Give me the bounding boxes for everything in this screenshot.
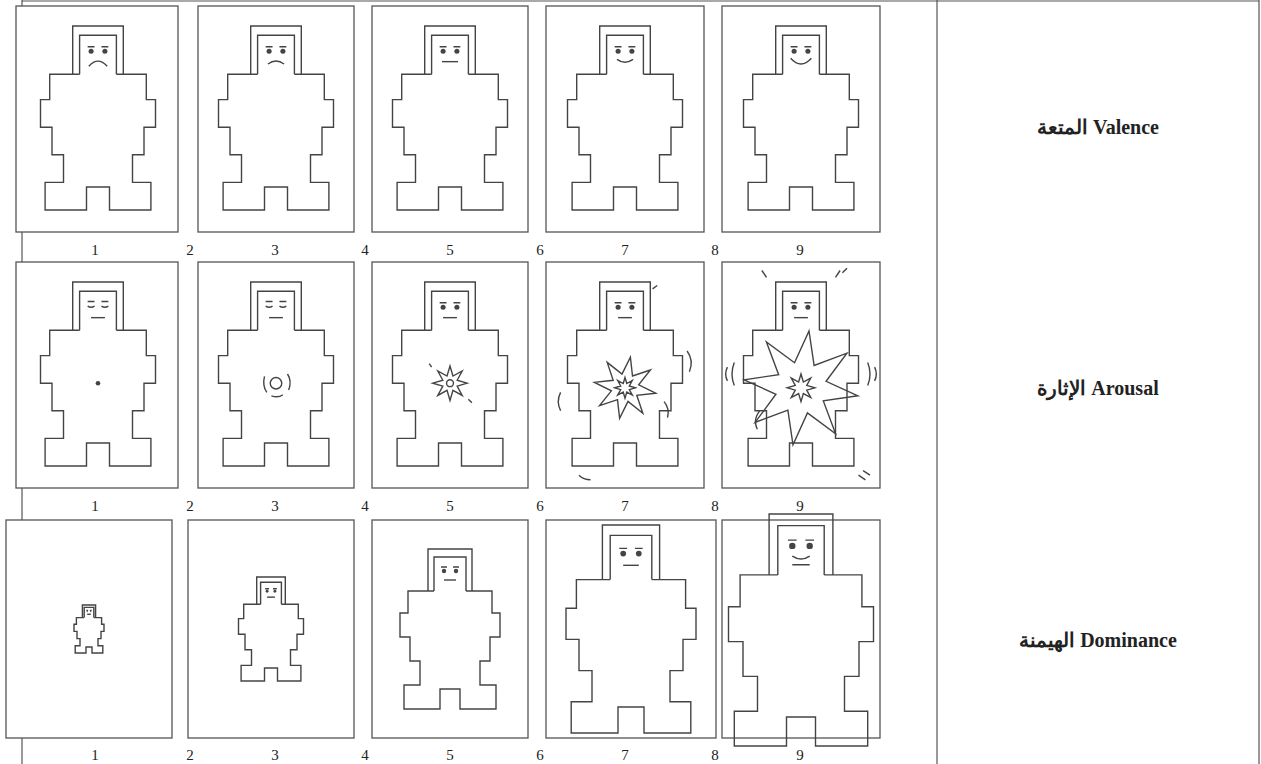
table-frame (22, 0, 1259, 764)
dimension-label: الإثارة Arousal (939, 376, 1257, 400)
dominance-manikins (74, 514, 874, 746)
scale-number: 1 (85, 498, 105, 514)
scale-number: 4 (355, 242, 375, 258)
scale-number: 6 (530, 747, 550, 763)
scale-number: 5 (440, 747, 460, 763)
valence-manikins (41, 26, 859, 210)
scale-number: 5 (440, 242, 460, 258)
scale-number: 7 (615, 498, 635, 514)
arousal-manikins (41, 268, 877, 480)
scale-number: 8 (705, 242, 725, 258)
scale-number: 6 (530, 242, 550, 258)
scale-number: 1 (85, 242, 105, 258)
scale-number: 9 (790, 498, 810, 514)
scale-number: 2 (180, 498, 200, 514)
scale-number: 8 (705, 498, 725, 514)
scale-number: 9 (790, 747, 810, 763)
dimension-label: المتعة Valence (939, 115, 1257, 139)
scale-number: 5 (440, 498, 460, 514)
scale-number: 4 (355, 747, 375, 763)
dimension-label: الهيمنة Dominance (939, 628, 1257, 652)
scale-number: 3 (265, 498, 285, 514)
scale-number: 3 (265, 242, 285, 258)
picture-frames (6, 6, 880, 738)
scale-number: 7 (615, 242, 635, 258)
scale-number: 7 (615, 747, 635, 763)
scale-number: 6 (530, 498, 550, 514)
scale-number: 8 (705, 747, 725, 763)
scale-number: 9 (790, 242, 810, 258)
scale-number: 1 (85, 747, 105, 763)
scale-number: 3 (265, 747, 285, 763)
scale-number: 2 (180, 747, 200, 763)
scale-number: 4 (355, 498, 375, 514)
scale-number: 2 (180, 242, 200, 258)
